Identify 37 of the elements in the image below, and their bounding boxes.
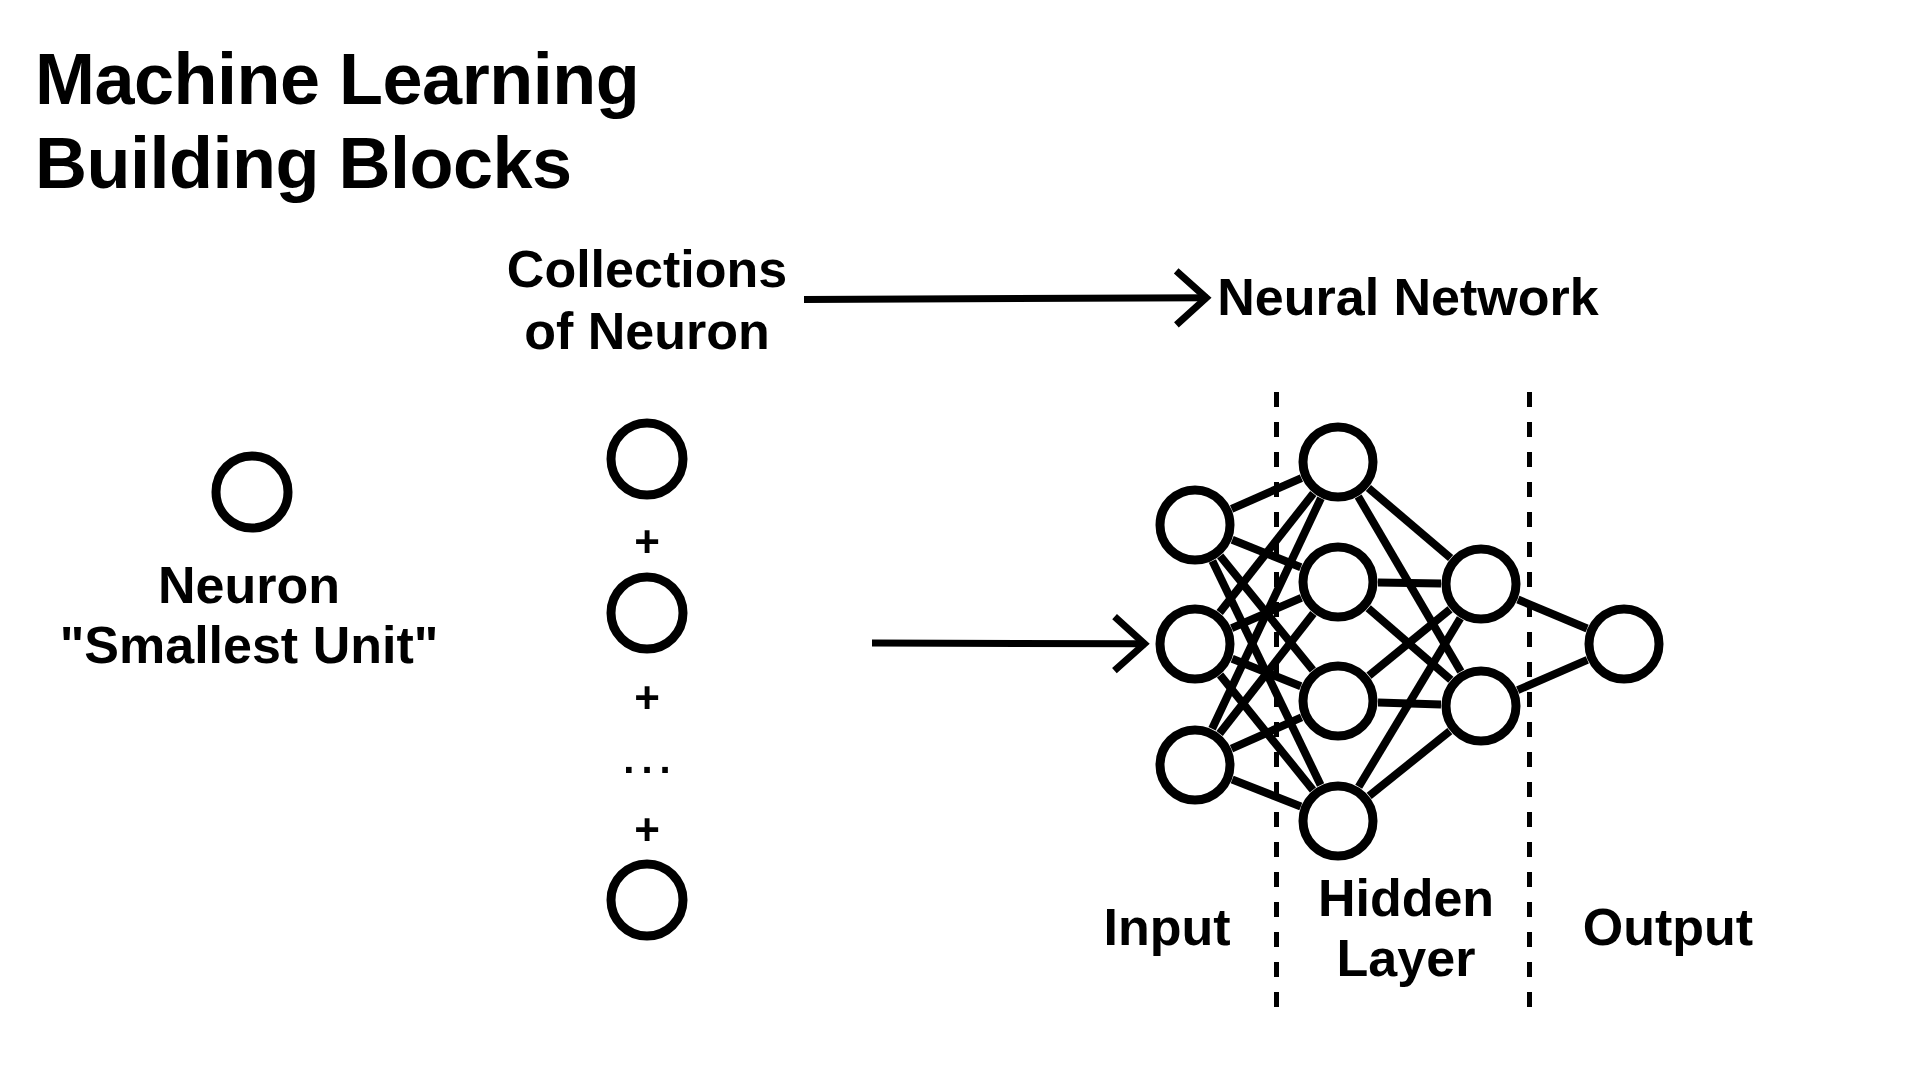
section-heading: Neural Network — [1217, 266, 1599, 328]
connection-line — [1208, 496, 1325, 731]
layer-label: Output — [1582, 897, 1754, 957]
connection-line — [1354, 494, 1465, 674]
connection-line — [1377, 578, 1442, 588]
connection-line — [1366, 728, 1453, 799]
connection-line — [1230, 594, 1303, 632]
neuron-circle — [1298, 661, 1378, 741]
layer-label: Hidden Layer — [1316, 868, 1496, 988]
connection-line — [1217, 672, 1316, 793]
connection-line — [1230, 655, 1303, 690]
connection-line — [1216, 491, 1317, 615]
connection-line — [1516, 595, 1589, 633]
node-caption: "Smallest Unit" — [59, 615, 439, 675]
connection-line — [1377, 698, 1442, 709]
connection-line — [1516, 656, 1589, 694]
plus-sign: + — [634, 808, 660, 852]
plus-sign: + — [634, 676, 660, 720]
connection-line — [1355, 616, 1464, 789]
connection-line — [1365, 484, 1454, 562]
title: Machine Learning Building Blocks — [35, 38, 641, 205]
connection-line — [1216, 611, 1317, 736]
neuron-circle — [1298, 542, 1378, 622]
neuron-circle — [1155, 604, 1235, 684]
neuron-circle — [1298, 422, 1378, 502]
connection-line — [1229, 713, 1304, 753]
connection-line — [1230, 536, 1303, 571]
connection-line — [1208, 559, 1325, 787]
plus-sign: + — [634, 520, 660, 564]
connection-line — [1230, 474, 1303, 513]
ellipsis: ... — [622, 739, 678, 779]
layer-label: Input — [1103, 897, 1231, 957]
node-caption: Neuron — [158, 555, 340, 615]
connection-line — [1230, 775, 1303, 811]
section-heading: Collections of Neuron — [502, 238, 792, 362]
connection-line — [1217, 553, 1316, 673]
neuron-circle — [1298, 781, 1378, 861]
